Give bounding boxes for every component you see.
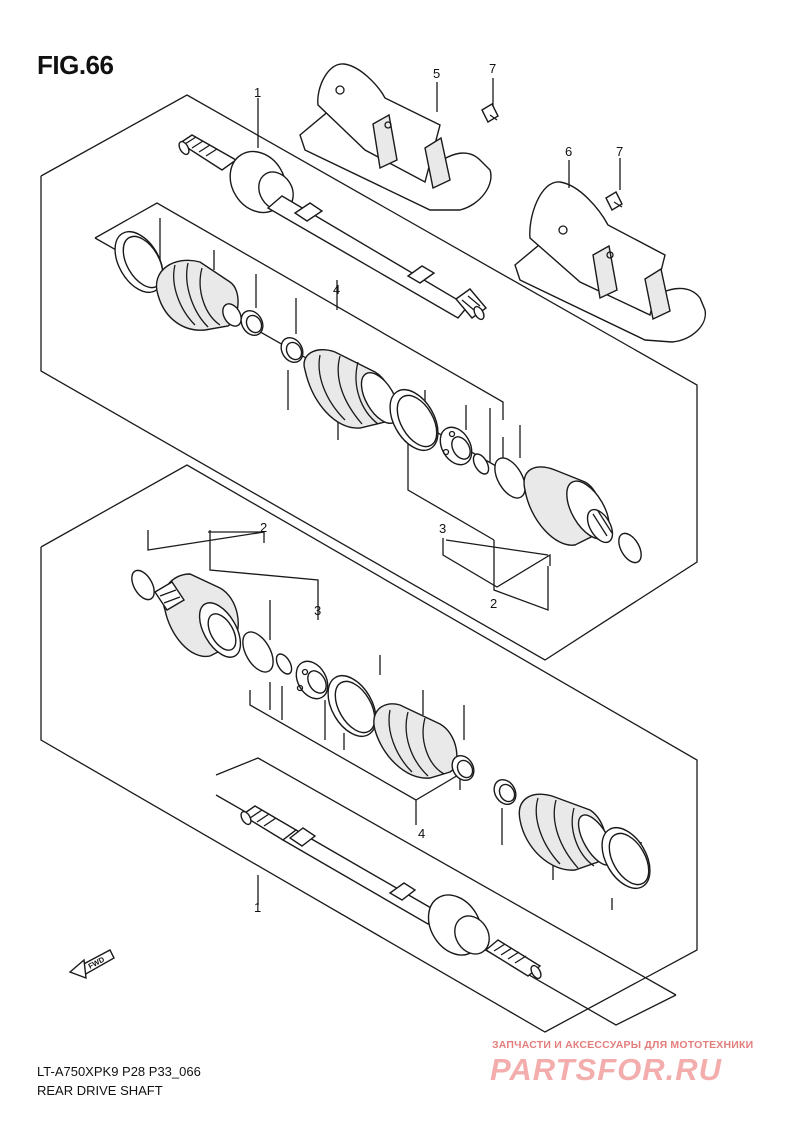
callout-2-lower: 2 [260,520,267,535]
lower-drive-shaft[interactable] [239,805,543,980]
guard-bolt-b[interactable] [605,158,623,211]
lower-inner-boot[interactable] [373,703,458,779]
upper-inner-boot[interactable] [303,349,406,430]
lower-outer-race[interactable] [154,573,249,664]
callout-3-lower: 3 [314,603,321,618]
upper-outer-race[interactable] [523,466,618,547]
lower-snap-ring-small[interactable] [273,651,294,676]
upper-circlip[interactable] [489,453,532,503]
upper-boot-clamp-small[interactable] [237,307,267,340]
upper-boot-set-left [94,202,504,472]
section-name: REAR DRIVE SHAFT [37,1083,163,1098]
lower-cv-cage[interactable] [290,656,334,705]
callout-6: 6 [565,144,572,159]
lower-circlip-outer[interactable] [127,567,159,604]
callout-2-upper: 2 [490,596,497,611]
guard-bolt-a[interactable] [481,78,499,123]
lower-callouts: 2 3 4 1 [254,520,425,915]
upper-drive-shaft[interactable] [177,134,488,321]
callout-7-a: 7 [489,61,496,76]
callout-1-upper: 1 [254,85,261,100]
model-code: LT-A750XPK9 P28 P33_066 [37,1064,201,1079]
callout-4-lower: 4 [418,826,425,841]
lower-callout-brackets [147,530,319,710]
upper-boot-clamp-large[interactable] [105,223,173,300]
callout-5: 5 [433,66,440,81]
rear-guard-lower[interactable] [514,181,706,343]
fwd-arrow-icon: FWD [68,949,115,980]
upper-boot[interactable] [155,259,244,331]
lower-outer-boot[interactable] [518,793,620,871]
watermark-logo: PARTSFOR.RU [490,1052,723,1087]
callout-4-upper: 4 [333,282,340,297]
upper-callout-bracket-3 [442,538,551,588]
upper-frame [40,94,698,661]
lower-inner-clamp-large[interactable] [318,667,386,744]
watermark-tagline: ЗАПЧАСТИ И АКСЕССУАРЫ ДЛЯ МОТОТЕХНИКИ [492,1039,754,1051]
upper-outer-circlip[interactable] [614,530,646,567]
callout-7-b: 7 [616,144,623,159]
callout-1-lower: 1 [254,900,261,915]
upper-inner-clamp-large[interactable] [380,381,448,458]
lower-inner-boot-clamp[interactable] [448,752,478,785]
upper-boot-set-right [287,370,521,480]
lower-outer-clamp-large[interactable] [592,819,660,896]
upper-snap-ring-small[interactable] [470,451,491,476]
upper-inner-boot-clamp[interactable] [277,334,307,367]
lower-boot-clamp-small[interactable] [490,776,520,809]
upper-callout-bracket-2 [407,480,549,611]
lower-circlip[interactable] [237,627,280,677]
upper-cv-cage[interactable] [434,422,478,471]
figure-title: FIG.66 [37,50,114,80]
lower-boot-set-right [215,757,677,1026]
upper-callouts: 1 4 5 7 6 7 3 2 [254,61,623,611]
callout-3-upper: 3 [439,521,446,536]
lower-frame [40,464,698,1033]
rear-guard-upper[interactable] [299,63,492,211]
